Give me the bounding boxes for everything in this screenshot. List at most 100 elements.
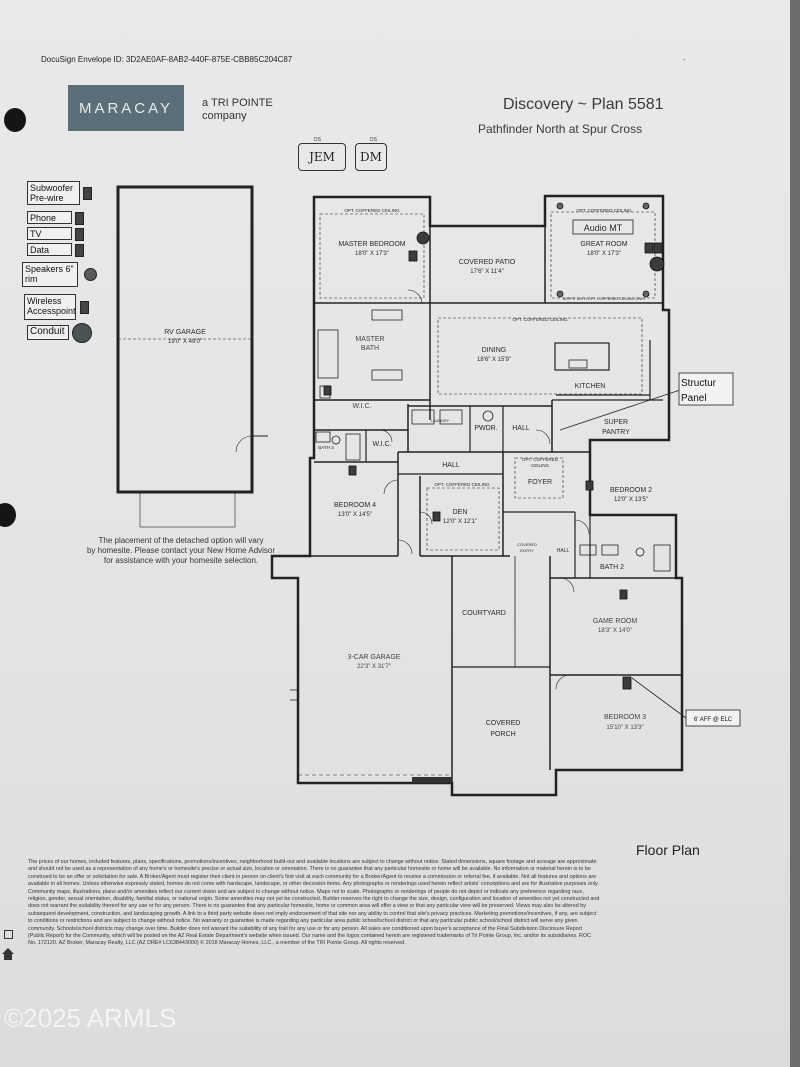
audio-label: Audio MT bbox=[584, 223, 623, 233]
room-dims: 19'0" X 49'0" bbox=[168, 339, 202, 345]
ceiling-note: OPT. COFFERED CEILING bbox=[344, 208, 400, 213]
binder-hole bbox=[0, 503, 16, 527]
speaker-icon bbox=[642, 290, 650, 298]
initial-tag: DS bbox=[314, 137, 321, 143]
data-outlet-icon bbox=[644, 242, 654, 254]
speaker-icon bbox=[642, 202, 650, 210]
room-label: BEDROOM 3 bbox=[604, 714, 646, 721]
legend-item: Phone bbox=[27, 211, 72, 224]
legend-item: Speakers 6" rim bbox=[22, 262, 78, 287]
room-dims: 13'0" X 14'5" bbox=[338, 512, 372, 518]
structure-panel-label: Structur bbox=[681, 378, 717, 389]
room-dims: 18'3" X 14'0" bbox=[598, 628, 632, 634]
room-label: COVERED bbox=[517, 542, 537, 547]
data-outlet-icon bbox=[408, 250, 418, 262]
room-label: RV GARAGE bbox=[164, 329, 206, 336]
envelope-id: DocuSign Envelope ID: 3D2AE0AF-8AB2-440F… bbox=[41, 55, 293, 64]
garage-step bbox=[412, 777, 452, 783]
room-dims: 18'0" X 17'3" bbox=[355, 251, 389, 257]
square-icon bbox=[75, 244, 84, 257]
floor-plan-label: Floor Plan bbox=[636, 842, 700, 858]
ceiling-note: OPT. COFFERED CEILING bbox=[434, 482, 490, 487]
room-label: HALL bbox=[512, 425, 530, 432]
house-icon bbox=[4, 954, 12, 960]
room-label: FOYER bbox=[528, 479, 552, 486]
room-label: LAUNDRY bbox=[431, 419, 450, 423]
room-label: BATH 2 bbox=[600, 564, 624, 571]
room-dims: 12'0" X 12'1" bbox=[443, 519, 477, 525]
builder-logo: MARACAY bbox=[68, 85, 184, 131]
tv-outlet-icon bbox=[585, 480, 594, 491]
legend-item: Data bbox=[27, 243, 72, 256]
floor-plan-drawing: RV GARAGE 19'0" X 49'0" MASTER BEDROOM 1… bbox=[116, 185, 741, 797]
room-label: MASTER BEDROOM bbox=[338, 241, 405, 248]
room-label: PANTRY bbox=[602, 429, 630, 436]
house-outline bbox=[270, 194, 684, 797]
room-label: COVERED bbox=[486, 720, 521, 727]
page-marker: - bbox=[683, 55, 686, 64]
room-dims: 18'0" X 17'3" bbox=[587, 251, 621, 257]
tv-outlet-icon bbox=[622, 676, 632, 690]
square-icon bbox=[80, 301, 89, 314]
room-dims: 17'6" X 11'4" bbox=[470, 269, 503, 275]
room-label: MASTER bbox=[355, 336, 384, 343]
room-label: HALL bbox=[557, 548, 570, 554]
tv-outlet-icon bbox=[348, 465, 357, 476]
room-label: DEN bbox=[453, 509, 468, 516]
speaker-icon bbox=[649, 256, 665, 272]
community-name: Pathfinder North at Spur Cross bbox=[478, 122, 643, 136]
room-label: GAME ROOM bbox=[593, 618, 638, 625]
legal-disclaimer: The prices of our homes, included featur… bbox=[28, 859, 600, 947]
ceiling-note: CEILING bbox=[531, 463, 550, 468]
room-dims: 12'0" X 13'5" bbox=[614, 497, 648, 503]
legend-item: TV bbox=[27, 227, 72, 240]
room-label: BATH 3 bbox=[318, 445, 334, 450]
data-outlet-icon bbox=[653, 242, 663, 254]
room-label: W.I.C. bbox=[372, 441, 391, 448]
room-label: HALL bbox=[442, 462, 460, 469]
ceiling-note: OPT. COFFERED CEILING bbox=[576, 208, 632, 213]
ceiling-note: OPT. COFFERED CEILING bbox=[512, 317, 568, 322]
tv-outlet-icon bbox=[619, 589, 628, 600]
equal-housing-icon bbox=[4, 930, 13, 939]
speaker-icon bbox=[556, 290, 564, 298]
tv-outlet-icon bbox=[323, 385, 332, 396]
room-label: GREAT ROOM bbox=[580, 241, 627, 248]
room-label: BATH bbox=[361, 345, 379, 352]
room-label: ENTRY bbox=[520, 548, 534, 553]
square-icon bbox=[75, 212, 84, 225]
watermark: ©2025 ARMLS bbox=[4, 1003, 177, 1033]
room-dims: 18'6" X 15'9" bbox=[477, 357, 511, 363]
square-icon bbox=[75, 228, 84, 241]
plan-title: Discovery ~ Plan 5581 bbox=[503, 96, 664, 113]
speaker-icon bbox=[556, 202, 564, 210]
room-label: 3-CAR GARAGE bbox=[348, 654, 401, 661]
circle-icon bbox=[84, 268, 97, 281]
octagon-icon bbox=[72, 323, 92, 343]
legend-item: Subwoofer Pre-wire bbox=[27, 181, 80, 205]
builder-subtitle: a TRI POINTE company bbox=[202, 97, 273, 122]
initial-tag: DS bbox=[370, 137, 377, 143]
room-label: PWDR. bbox=[474, 425, 497, 432]
legend-item: Wireless Accesspoint bbox=[24, 294, 76, 320]
tv-outlet-icon bbox=[432, 511, 441, 522]
rv-garage-note: The placement of the detached option wil… bbox=[86, 536, 276, 565]
room-label: COVERED PATIO bbox=[459, 259, 516, 266]
speaker-icon bbox=[416, 231, 430, 245]
ceiling-note: SOFFIT WITH OPT. COFFERED CEILING ONLY bbox=[563, 297, 646, 301]
initials-box-1: JEM bbox=[298, 143, 346, 171]
ceiling-note: OPT. COFFERED bbox=[522, 457, 559, 462]
room-label: COURTYARD bbox=[462, 610, 506, 617]
room-label: BEDROOM 2 bbox=[610, 487, 652, 494]
legend-item: Conduit bbox=[27, 325, 69, 340]
initials-box-2: DM bbox=[355, 143, 387, 171]
room-label: BEDROOM 4 bbox=[334, 502, 376, 509]
square-icon bbox=[83, 187, 92, 200]
room-label: PORCH bbox=[490, 731, 515, 738]
room-label: KITCHEN bbox=[575, 383, 606, 390]
structure-panel-label: Panel bbox=[681, 393, 707, 404]
room-dims: 22'3" X 31'7" bbox=[357, 664, 391, 670]
room-label: DINING bbox=[482, 347, 507, 354]
room-dims: 15'10" X 13'3" bbox=[606, 725, 643, 731]
